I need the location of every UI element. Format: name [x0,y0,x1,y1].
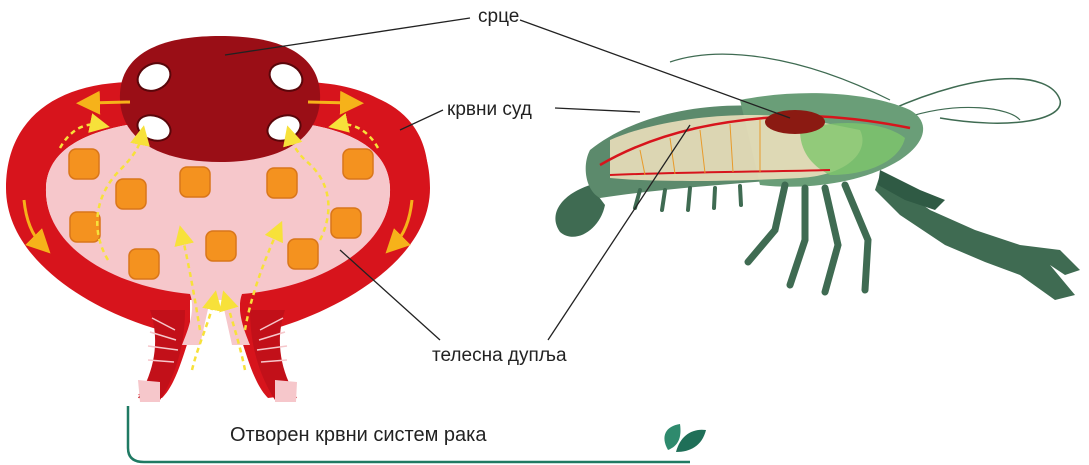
schematic-diagram [0,36,430,402]
flow-arrow [308,102,352,103]
leaf-logo-icon [664,424,706,452]
leader-vessel-right [555,108,640,112]
leader-heart-right [520,20,790,118]
leader-heart-left [225,18,470,55]
flow-arrow [88,102,130,103]
vessel-foot-tip-right [275,380,297,402]
organ [129,249,159,279]
walking-legs [748,185,868,292]
organ [288,239,318,269]
antenna [670,54,890,100]
organ [343,149,373,179]
organ [69,149,99,179]
vessel-foot-tip-left [138,380,160,402]
heart [120,36,320,162]
organ [116,179,146,209]
organ [70,212,100,242]
antenna [905,107,1020,120]
organ [267,168,297,198]
figure-caption: Отворен крвни систем рака [230,424,486,447]
crayfish-heart [765,110,825,134]
organ [180,167,210,197]
label-body-cavity: телесна дупља [432,345,567,367]
organ [331,208,361,238]
label-blood-vessel: крвни суд [447,99,532,121]
organ [206,231,236,261]
label-heart: срце [478,6,519,28]
crayfish-illustration [555,54,1080,300]
